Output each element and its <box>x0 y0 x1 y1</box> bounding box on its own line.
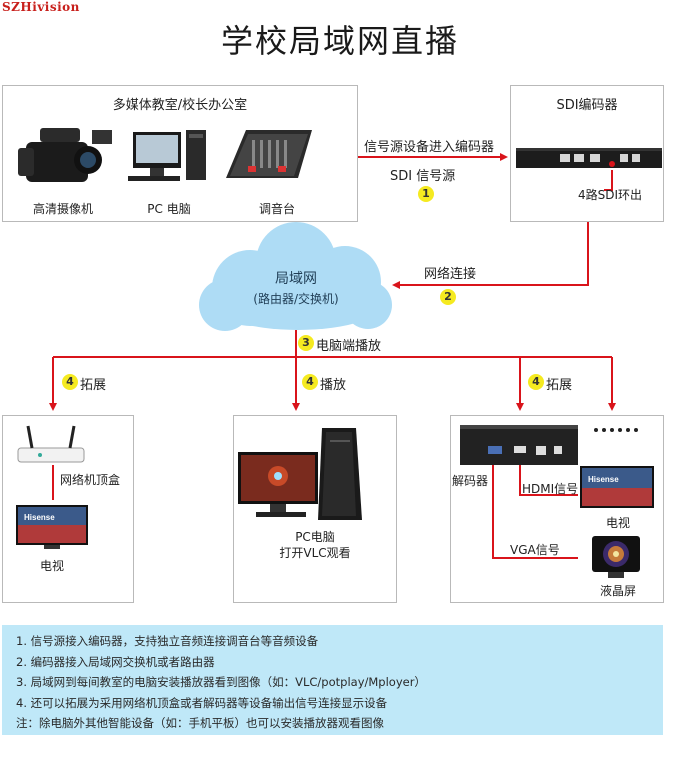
notes-panel: 1. 信号源接入编码器，支持独立音频连接调音台等音频设备 2. 编码器接入局域网… <box>2 625 663 735</box>
step-badge-4-stb: 4 <box>62 374 78 390</box>
pc-play-label: 电脑端播放 <box>316 339 382 354</box>
note-3: 3. 局域网到每间教室的电脑安装播放器看到图像（如：VLC/potplay/Mp… <box>16 675 426 689</box>
decoder-device-icon <box>460 425 578 465</box>
encoder-box-title: SDI编码器 <box>556 98 618 113</box>
lan-cloud-icon <box>199 222 392 331</box>
arrow-network-label: 网络连接 <box>424 267 477 282</box>
step-badge-2: 2 <box>440 289 456 305</box>
smart-devices-icon <box>594 428 638 432</box>
sdi-loop-out-label: 4路SDI环出 <box>578 188 643 202</box>
vga-line <box>492 465 578 559</box>
video-camera-icon <box>18 128 112 182</box>
note-1: 1. 信号源接入编码器，支持独立音频连接调音台等音频设备 <box>16 634 319 648</box>
decoder-tv-icon: Hisense <box>580 466 654 508</box>
pc-label-line2: 打开VLC观看 <box>279 546 351 560</box>
set-top-box-icon <box>17 425 85 463</box>
svg-text:Hisense: Hisense <box>588 475 619 484</box>
stb-device-label: 网络机顶盒 <box>60 473 121 487</box>
lcd-screen-icon <box>592 536 640 578</box>
brand-logo-text: SZHivision <box>2 0 80 14</box>
vga-signal-label: VGA信号 <box>510 543 560 557</box>
device-label-camera: 高清摄像机 <box>32 202 93 216</box>
svg-text:Hisense: Hisense <box>24 513 55 522</box>
note-extra: 注：除电脑外其他智能设备（如：手机平板）也可以安装播放器观看图像 <box>16 716 384 730</box>
lan-title: 局域网 <box>275 271 317 287</box>
arrows <box>49 153 616 559</box>
pc-box <box>233 415 397 603</box>
step-badge-3: 3 <box>298 335 314 351</box>
page-title: 学校局域网直播 <box>220 22 459 60</box>
stb-tv-icon: Hisense <box>16 505 88 549</box>
note-2: 2. 编码器接入局域网交换机或者路由器 <box>16 654 215 669</box>
device-label-pc: PC 电脑 <box>147 202 191 216</box>
audio-mixer-icon <box>226 130 312 178</box>
step-badge-4-pc: 4 <box>302 374 318 390</box>
sdi-encoder-device-icon <box>516 148 662 168</box>
step-badge-4-decoder: 4 <box>528 374 544 390</box>
hdmi-line <box>519 465 578 496</box>
lan-subtitle: (路由器/交换机) <box>253 292 339 306</box>
source-box-title: 多媒体教室/校长办公室 <box>112 98 248 113</box>
hdmi-signal-label: HDMI信号 <box>522 482 579 496</box>
note-4: 4. 还可以拓展为采用网络机顶盒或者解码器等设备输出信号连接显示设备 <box>16 695 388 710</box>
sdi-loop-line <box>604 170 613 191</box>
branch-label-decoder: 拓展 <box>546 378 573 393</box>
arrow-encoder-label: 信号源设备进入编码器 <box>364 140 495 155</box>
branch-label-stb: 拓展 <box>80 378 107 393</box>
arrow-encoder-sublabel: SDI 信号源 <box>390 169 456 184</box>
step-badge-1: 1 <box>418 186 434 202</box>
stb-tv-label: 电视 <box>39 559 64 573</box>
decoder-label: 解码器 <box>452 474 489 488</box>
lcd-screen-label: 液晶屏 <box>599 584 636 598</box>
device-label-mixer: 调音台 <box>258 202 295 216</box>
pc-monitor-icon <box>128 130 206 181</box>
pc-label-line1: PC电脑 <box>295 530 335 544</box>
arrow-encoder-to-lan <box>392 222 589 289</box>
branch-label-pc: 播放 <box>320 378 347 393</box>
decoder-tv-label: 电视 <box>605 516 630 530</box>
pc-tower-icon <box>238 428 362 520</box>
